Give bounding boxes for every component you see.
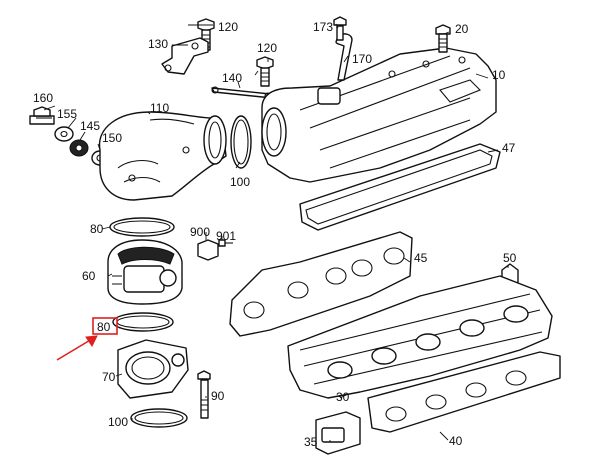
callout-100-lower: 100 <box>108 415 128 429</box>
callout-145: 145 <box>80 119 100 133</box>
gasket-40 <box>367 351 561 433</box>
callout-901: 901 <box>216 229 236 243</box>
bolt-90 <box>197 370 211 419</box>
callout-40: 40 <box>449 434 463 448</box>
bolt-20 <box>435 24 451 53</box>
callout-30: 30 <box>336 390 350 404</box>
seal-ring-80-lower <box>112 312 174 332</box>
callout-60: 60 <box>82 269 96 283</box>
callout-35: 35 <box>304 435 318 449</box>
bracket-130 <box>161 37 209 75</box>
bolt-173 <box>333 16 347 41</box>
callout-110: 110 <box>150 101 169 115</box>
callout-150: 150 <box>102 131 122 145</box>
gasket-47 <box>299 143 501 231</box>
seal-ring-100-upper <box>230 115 252 169</box>
callout-173: 173 <box>313 20 333 34</box>
callout-10: 10 <box>492 68 506 82</box>
intake-pipe-110 <box>98 111 227 201</box>
callout-47: 47 <box>502 141 516 155</box>
callout-50: 50 <box>503 251 517 265</box>
callout-155: 155 <box>57 107 77 121</box>
strap-140 <box>211 86 273 100</box>
washer-155 <box>54 126 74 142</box>
clip-170 <box>335 33 353 81</box>
callout-900: 900 <box>190 225 210 239</box>
sensor-900 <box>197 239 219 261</box>
grommet-145 <box>69 139 89 157</box>
callout-120-top: 120 <box>218 20 238 34</box>
gasket-45 <box>229 231 413 337</box>
highlight-box-80 <box>92 317 118 335</box>
callout-160: 160 <box>33 91 53 105</box>
actuator-35 <box>315 411 361 455</box>
intake-manifold-10 <box>261 47 497 183</box>
callout-80-lower: 80 <box>97 320 111 334</box>
callout-70: 70 <box>102 370 116 384</box>
flange-70 <box>117 339 189 399</box>
throttle-body-60 <box>107 239 183 305</box>
red-arrow <box>56 335 98 361</box>
callout-45: 45 <box>414 251 428 265</box>
callout-140: 140 <box>222 71 242 85</box>
bolt-160 <box>29 106 55 125</box>
lower-manifold-30 <box>287 275 553 399</box>
callout-20: 20 <box>455 22 469 36</box>
callout-90: 90 <box>211 389 225 403</box>
callout-130: 130 <box>148 37 168 51</box>
callout-170: 170 <box>352 52 372 66</box>
seal-ring-100-lower <box>130 408 188 428</box>
seal-ring-80-upper <box>109 217 175 237</box>
leader-lines <box>43 23 509 442</box>
callout-100-upper: 100 <box>230 175 250 189</box>
bolt-120-second <box>256 56 274 87</box>
callout-120-second: 120 <box>257 41 277 55</box>
callout-80-upper: 80 <box>90 222 104 236</box>
